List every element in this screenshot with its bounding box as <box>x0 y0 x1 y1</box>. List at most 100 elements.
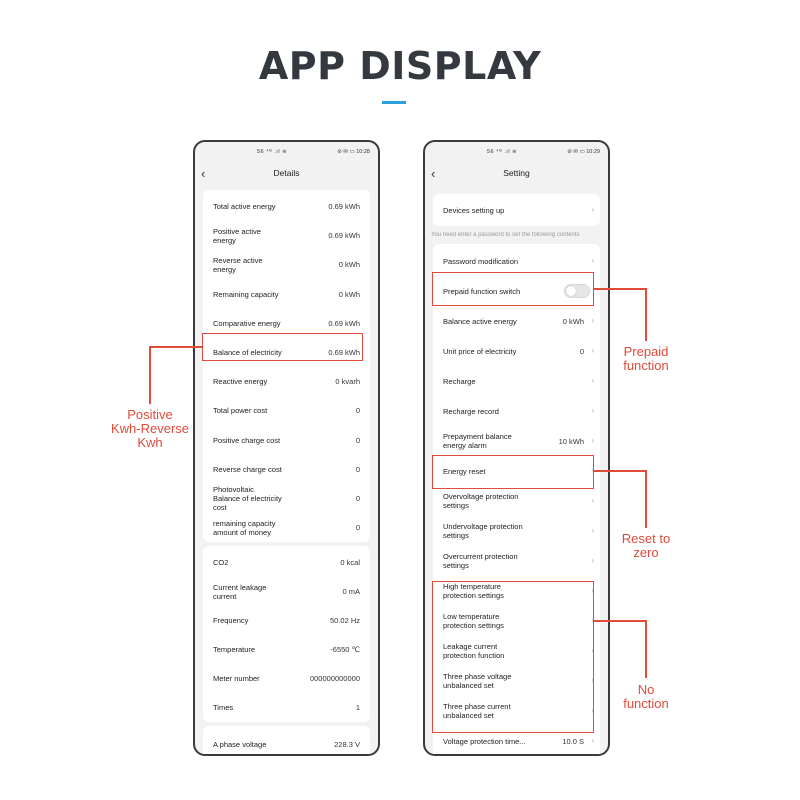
setting-row[interactable]: Low temperature protection settings› <box>433 606 600 636</box>
page-title: Details <box>273 168 300 178</box>
row-value: -6550 ℃ <box>330 645 360 654</box>
row-value: 0.69 kWh <box>328 231 360 241</box>
row-label: Voltage protection time... <box>443 737 526 746</box>
row-value: 0 kWh <box>562 317 584 326</box>
row-label: Recharge record <box>443 407 499 416</box>
setting-row[interactable]: Energy reset› <box>433 456 600 486</box>
row-label: Energy reset <box>443 467 486 476</box>
row-label: Recharge <box>443 377 476 386</box>
row-label: Balance of electricity <box>213 348 282 357</box>
setting-row[interactable]: Recharge› <box>433 366 600 396</box>
chevron-right-icon: › <box>591 736 594 745</box>
row-label: Prepayment balance energy alarm <box>443 432 512 450</box>
row-label: Password modification <box>443 257 519 266</box>
row-value: 0 <box>355 464 360 474</box>
password-note: You need enter a password to set the fol… <box>431 232 580 238</box>
row-value: 0 <box>355 406 360 416</box>
prepaid-highlight <box>432 272 594 306</box>
detail-row: Balance of electricity 0.69 kWh <box>203 338 370 367</box>
chevron-right-icon: › <box>591 676 594 685</box>
setting-row[interactable]: Prepayment balance energy alarm 10 kWh › <box>433 426 600 456</box>
chevron-right-icon: › <box>591 526 594 535</box>
setting-row[interactable]: Prepaid function switch <box>433 276 600 306</box>
setting-row[interactable]: Overvoltage protection settings› <box>433 486 600 516</box>
setting-row[interactable]: Recharge record › <box>433 396 600 426</box>
setting-row[interactable]: Leakage current protection function› <box>433 636 600 666</box>
setting-row[interactable]: Three phase voltage unbalanced set› <box>433 666 600 696</box>
chevron-right-icon: › <box>591 706 594 715</box>
status-bar: 56 ⁴ᴳ .ıl ≋ ⊘ ✉ ▭ 10:28 <box>195 148 378 160</box>
no-function-highlight <box>432 581 594 733</box>
row-label: Comparative energy <box>213 318 281 328</box>
setting-row[interactable]: Undervoltage protection settings › <box>433 516 600 546</box>
chevron-right-icon: › <box>591 616 594 625</box>
chevron-right-icon: › <box>591 316 594 325</box>
chevron-right-icon: › <box>591 586 594 595</box>
row-label: Current leakage current <box>213 583 267 601</box>
row-value: 0 <box>355 435 360 445</box>
prepaid-toggle[interactable] <box>564 284 590 298</box>
row-label: Total active energy <box>213 202 276 211</box>
setting-phone: 56 ⁴ᴳ .ıl ≋ ⊘ ✉ ▭ 10:29 ‹ Setting Device… <box>423 140 610 756</box>
setting-row[interactable]: Voltage protection time... 10.0 S › <box>433 726 600 754</box>
page-title: Setting <box>503 168 530 178</box>
row-value: 1 <box>355 703 360 712</box>
row-value: 0 kWh <box>338 260 360 270</box>
chevron-right-icon: › <box>591 406 594 415</box>
row-label: Reverse charge cost <box>213 464 282 474</box>
chevron-right-icon: › <box>591 346 594 355</box>
signal-status: 56 ⁴ᴳ .ıl ≋ <box>487 149 518 155</box>
row-label: Frequency <box>213 616 249 625</box>
row-value: 0 mA <box>342 587 360 596</box>
row-label: Positive charge cost <box>213 435 281 445</box>
row-value: 10.0 S <box>562 737 584 746</box>
row-label: Balance active energy <box>443 317 517 326</box>
headline: APP DISPLAY <box>258 44 542 88</box>
balance-highlight <box>202 333 363 361</box>
detail-row: Reverse charge cost 0 <box>203 455 370 484</box>
row-label: Photovoltaic Balance of electricity cost <box>213 485 282 512</box>
devices-setting-card[interactable]: Devices setting up › <box>433 194 600 226</box>
setting-row[interactable]: Password modification › <box>433 246 600 276</box>
setting-row[interactable]: High temperature protection settings› <box>433 576 600 606</box>
row-label: Prepaid function switch <box>443 287 521 296</box>
row-value: 0 <box>355 494 360 503</box>
no-function-callout: No function <box>623 682 669 711</box>
setting-row[interactable]: Three phase current unbalanced set› <box>433 696 600 726</box>
row-value: 0.69 kWh <box>328 318 360 328</box>
row-label: Times <box>213 703 234 712</box>
row-label: Leakage current protection function <box>443 642 505 660</box>
setting-row[interactable]: Overcurrent protection settings› <box>433 546 600 576</box>
chevron-left-icon[interactable]: ‹ <box>201 166 206 181</box>
detail-row: Photovoltaic Balance of electricity cost… <box>203 484 370 513</box>
setting-row[interactable]: Balance active energy 0 kWh › <box>433 306 600 336</box>
chevron-left-icon[interactable]: ‹ <box>431 166 436 181</box>
row-label: Remaining capacity <box>213 289 279 299</box>
prepaid-callout: Prepaid function <box>623 344 669 373</box>
chevron-right-icon: › <box>591 436 594 445</box>
toggle-knob <box>566 286 576 296</box>
row-label: Reactive energy <box>213 377 268 387</box>
row-label: Undervoltage protection settings <box>443 522 523 540</box>
row-value: 10 kWh <box>558 437 584 446</box>
row-label: Overvoltage protection settings <box>443 492 519 510</box>
row-label: Unit price of electricity <box>443 347 517 356</box>
chevron-right-icon: › <box>591 256 594 265</box>
row-value: 0.69 kWh <box>328 348 360 357</box>
nav-bar: ‹ Details <box>195 162 378 186</box>
